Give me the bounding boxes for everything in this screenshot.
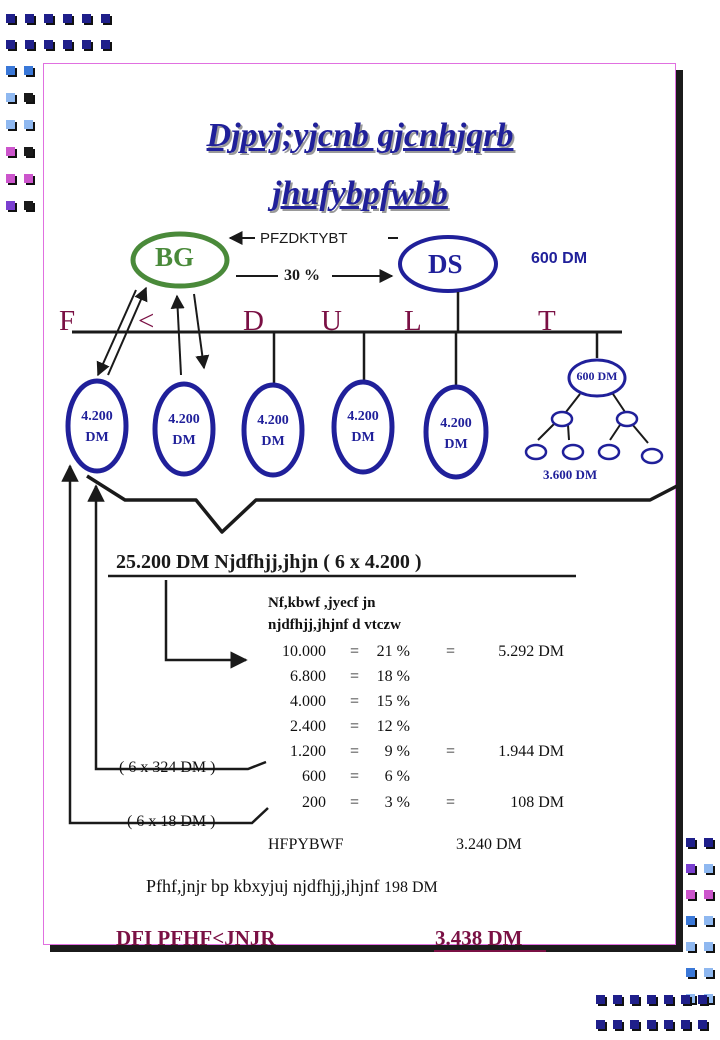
title-line-2: jhufybpfwbb: [272, 175, 448, 212]
member-oval-3: [241, 382, 305, 478]
line-letter-3: D: [243, 305, 264, 337]
bg-arrow-4: [193, 293, 210, 370]
final-label: DFI PFHF<JNJR: [116, 926, 276, 950]
bg-arrow-1: [107, 286, 148, 376]
ds-amount-label: 600 DM: [531, 250, 588, 267]
ds-node-label: DS: [428, 249, 463, 279]
member-brace: [86, 474, 678, 534]
side-note-324: ( 6 x 324 DM ): [119, 759, 216, 776]
member-oval-1: [65, 378, 129, 474]
member-oval-4: [331, 379, 395, 475]
line-letter-2: <: [138, 305, 155, 337]
bg-arrow-3: [170, 294, 185, 376]
title-line-1: Djpvj;yjcnb gjcnhjqrb: [206, 117, 514, 154]
tree-bottom-label: 3.600 DM: [543, 467, 598, 482]
extra-line-text: Pfhf,jnjr bp kbxyjuj njdfhjj,jhjnf: [146, 876, 380, 896]
tree-child-ovals: [524, 410, 664, 465]
line-letter-4: U: [321, 305, 342, 337]
return-arrow-324: [87, 484, 267, 771]
side-note-18: ( 6 x 18 DM ): [127, 813, 216, 830]
line-letter-6: T: [538, 305, 556, 337]
bg-node-oval: [130, 231, 230, 289]
summary-line: 25.200 DM Njdfhjj,jhjn ( 6 x 4.200 ): [116, 551, 422, 573]
tree-branches: [537, 393, 649, 444]
final-value: 3.438 DM: [435, 926, 523, 950]
tree-top-oval: [567, 358, 627, 398]
member-oval-5: [423, 384, 489, 480]
bg-arrow-2: [96, 289, 137, 377]
ds-node-oval: [398, 235, 498, 293]
total-label: HFPYBWF: [268, 836, 344, 853]
extra-line-value: 198 DM: [384, 879, 438, 896]
member-oval-2: [152, 381, 216, 477]
summary-to-table-connector: [164, 580, 248, 669]
table-heading-1: Nf,kbwf ,jyecf jn: [268, 595, 376, 611]
percent-label: 30 %: [284, 267, 320, 284]
bg-node-label: BG: [155, 242, 195, 272]
total-value: 3.240 DM: [456, 836, 522, 853]
table-heading-2: njdfhjj,jhjnf d vtczw: [268, 617, 401, 633]
extra-line: Pfhf,jnjr bp kbxyjuj njdfhjj,jhjnf 198 D…: [146, 876, 438, 897]
link-label: PFZDKTYBT: [260, 230, 348, 247]
tree-top-label: 600 DM: [576, 369, 618, 383]
line-letter-1: F: [59, 305, 76, 337]
return-arrow-18: [61, 464, 269, 825]
line-letter-5: L: [404, 305, 422, 337]
slide-card: [43, 63, 676, 945]
